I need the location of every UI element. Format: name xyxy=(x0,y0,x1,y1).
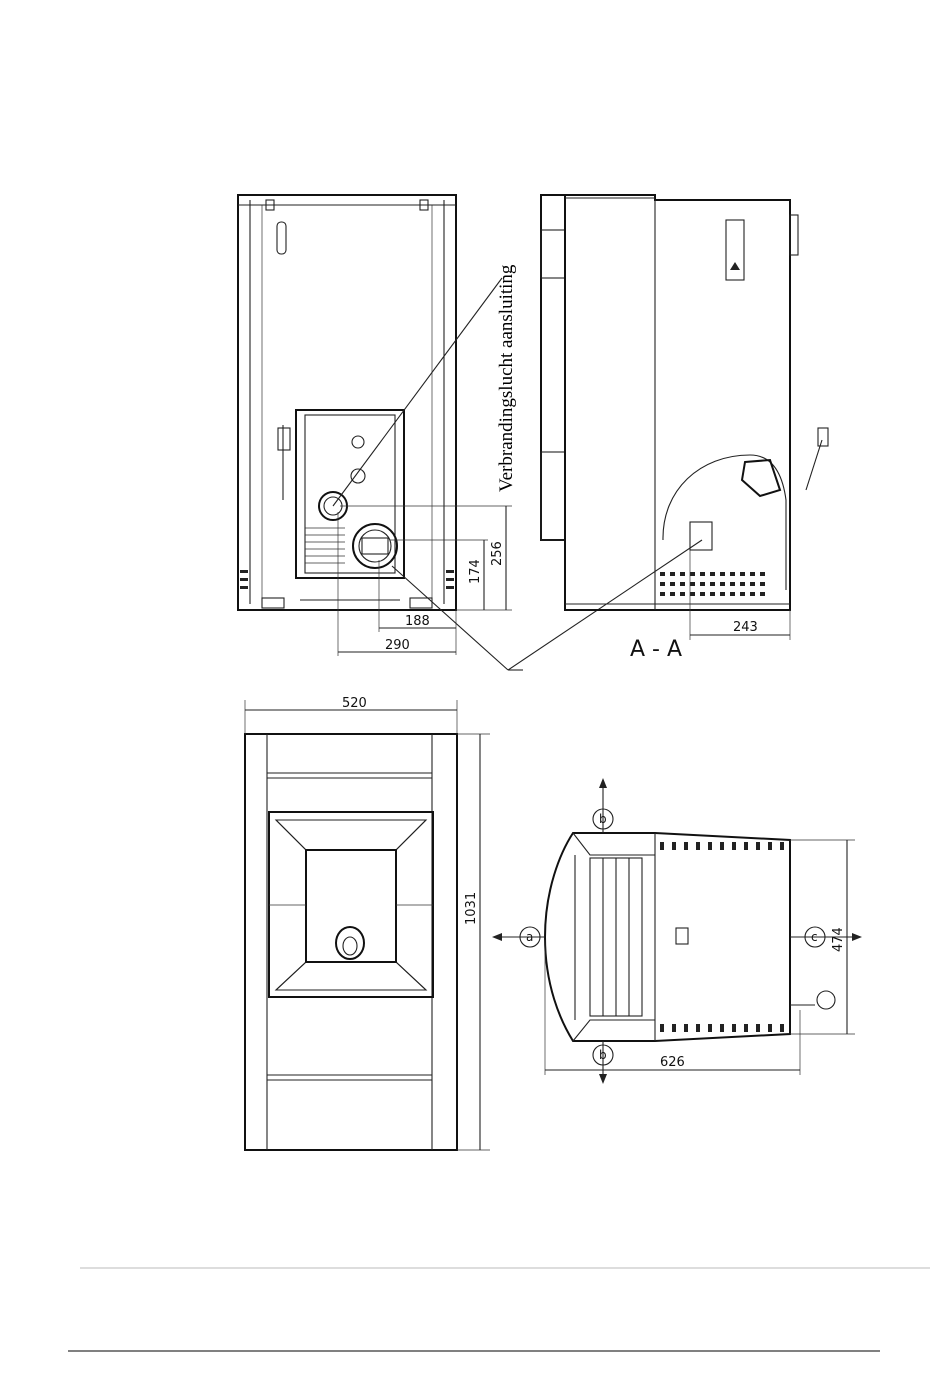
dim-188: 188 xyxy=(405,614,430,629)
annotation-leaders xyxy=(333,278,702,670)
combustion-air-label: Verbrandingslucht aansluiting xyxy=(496,264,517,492)
dim-174: 174 xyxy=(468,559,483,584)
section-label: A - A xyxy=(630,637,682,662)
dim-520: 520 xyxy=(342,696,367,711)
marker-b-bottom: b xyxy=(599,1048,607,1062)
side-section-view xyxy=(541,195,828,640)
rear-view xyxy=(238,195,456,610)
rear-view-dimensions xyxy=(338,506,512,656)
marker-c: c xyxy=(811,930,818,944)
dim-474: 474 xyxy=(831,927,846,952)
dim-626: 626 xyxy=(660,1055,685,1070)
marker-b-top: b xyxy=(599,812,607,826)
marker-a: a xyxy=(526,930,533,944)
dim-243: 243 xyxy=(733,620,758,635)
dim-290: 290 xyxy=(385,638,410,653)
dim-256: 256 xyxy=(490,541,505,566)
front-view xyxy=(245,734,457,1150)
top-view xyxy=(492,778,862,1084)
dim-1031: 1031 xyxy=(464,892,479,925)
front-view-dimensions xyxy=(245,700,490,1150)
